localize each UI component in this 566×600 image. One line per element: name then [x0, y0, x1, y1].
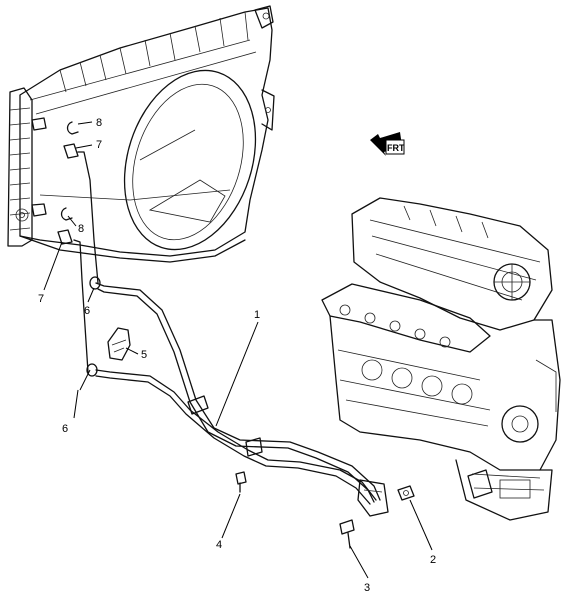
- callout-7-upper-fitting: 7: [96, 139, 102, 151]
- callout-6-upper: 6: [84, 305, 90, 317]
- line-retainer-clip: [397, 485, 415, 501]
- cooler-line-fitting-lower: [57, 229, 73, 245]
- line-retainer-bolt: [339, 519, 355, 549]
- callout-5-bracket: 5: [141, 349, 147, 361]
- cooler-line-fitting-upper: [63, 143, 79, 159]
- callout-6-lower: 6: [62, 423, 68, 435]
- callout-8-upper-clip: 8: [96, 117, 102, 129]
- callout-8-lower-clip: 8: [78, 223, 84, 235]
- callout-3-bolt: 3: [364, 582, 370, 594]
- radiator-assembly: [7, 5, 275, 263]
- callout-1-cooler-lines: 1: [254, 309, 260, 321]
- cooler-line-clip-upper: [66, 121, 79, 135]
- cooler-line-bracket: [107, 327, 131, 361]
- cooler-line-fitting-lower-end: [86, 363, 98, 377]
- leader-lines: [43, 121, 433, 579]
- callout-7-lower-fitting: 7: [38, 293, 44, 305]
- callout-2-clip: 2: [430, 554, 436, 566]
- transmission-cooler-lines: [73, 151, 389, 517]
- forward-direction-label: FRT: [387, 143, 405, 153]
- callout-4-bolt: 4: [216, 539, 222, 551]
- engine-assembly: [321, 197, 561, 521]
- bracket-bolt: [235, 471, 247, 493]
- cooler-line-clip-lower: [60, 207, 73, 221]
- cooler-line-fitting-upper-end: [89, 276, 101, 290]
- forward-direction-arrow-icon: FRT: [370, 132, 405, 156]
